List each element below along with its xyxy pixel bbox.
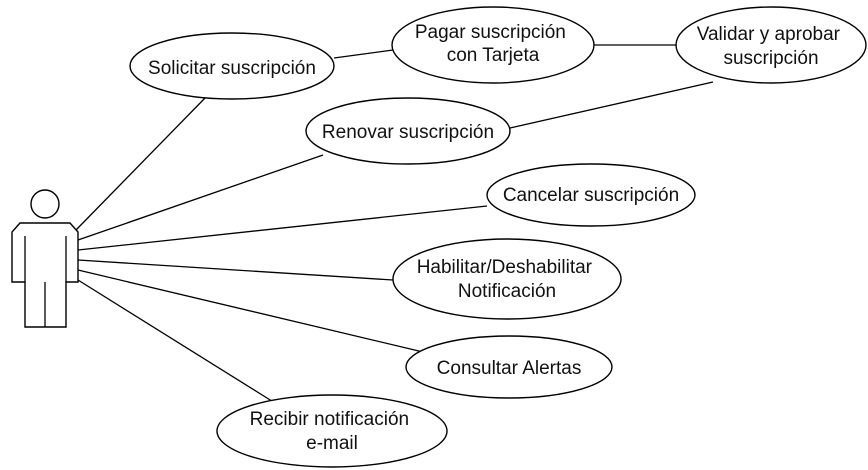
svg-text:Consultar Alertas: Consultar Alertas: [437, 358, 582, 379]
svg-text:Pagar suscripción con Ta: Pagar suscripción con Tarjeta: [415, 22, 571, 66]
use-case-cancelar: Cancelar suscripción: [486, 163, 696, 227]
use-case-label-line: Solicitar suscripción: [148, 58, 316, 79]
use-case-ellipse: [486, 163, 696, 227]
use-case-ellipse: [129, 32, 335, 100]
use-case-label-line: con Tarjeta: [447, 45, 540, 66]
use-case-recibir: Recibir notificación e-mail: [216, 394, 448, 468]
svg-text:Validar y aprobar suscri: Validar y aprobar suscripción: [697, 24, 846, 69]
use-case-label-line: Recibir notificación: [250, 409, 409, 430]
use-case-renovar: Renovar suscripción: [305, 97, 511, 165]
svg-text:Habilitar/Deshabilitar N: Habilitar/Deshabilitar Notificación: [417, 257, 598, 302]
svg-text:Cancelar suscripción: Cancelar suscripción: [503, 185, 679, 206]
actor-figure: [11, 189, 79, 328]
use-case-label-line: suscripción: [723, 48, 818, 69]
use-case-pagar: Pagar suscripción con Tarjeta: [391, 6, 595, 84]
use-case-label-line: Validar y aprobar: [697, 24, 841, 45]
use-case-solicitar: Solicitar suscripción: [129, 32, 335, 100]
association-actor-cancelar: [77, 205, 488, 251]
use-case-ellipse: [675, 6, 867, 84]
association-actor-recibir: [77, 279, 276, 404]
use-case-ellipse: [405, 335, 613, 399]
svg-text:Renovar suscripción: Renovar suscripción: [322, 122, 494, 143]
association-actor-habilitar: [77, 259, 394, 281]
use-case-label-line: e-mail: [306, 433, 358, 454]
use-case-label-line: Habilitar/Deshabilitar: [417, 257, 593, 278]
use-case-ellipse: [391, 6, 595, 84]
use-case-validar: Validar y aprobar suscripción: [675, 6, 867, 84]
use-case-label-line: Renovar suscripción: [322, 122, 494, 143]
use-case-habilitar: Habilitar/Deshabilitar Notificación: [392, 238, 622, 320]
association-actor-renovar: [77, 154, 324, 241]
actor-head: [30, 189, 60, 219]
associations: [75, 44, 714, 404]
association-renovar-validar: [509, 81, 714, 129]
use-case-label-line: Consultar Alertas: [437, 358, 582, 379]
use-case-ellipse: [216, 394, 448, 468]
association-solicitar-pagar: [333, 49, 394, 59]
actor-body: [11, 222, 79, 328]
association-actor-solicitar: [75, 96, 207, 231]
association-actor-consultar: [77, 269, 424, 353]
use-case-ellipse: [305, 97, 511, 165]
use-case-ellipse: [392, 238, 622, 320]
use-case-consultar: Consultar Alertas: [405, 335, 613, 399]
use-case-label-line: Pagar suscripción: [415, 22, 566, 43]
svg-text:Recibir notificación e-m: Recibir notificación e-mail: [250, 409, 415, 454]
svg-text:Solicitar suscripción: Solicitar suscripción: [148, 58, 316, 79]
use-case-label-line: Notificación: [458, 281, 556, 302]
use-case-label-line: Cancelar suscripción: [503, 185, 679, 206]
